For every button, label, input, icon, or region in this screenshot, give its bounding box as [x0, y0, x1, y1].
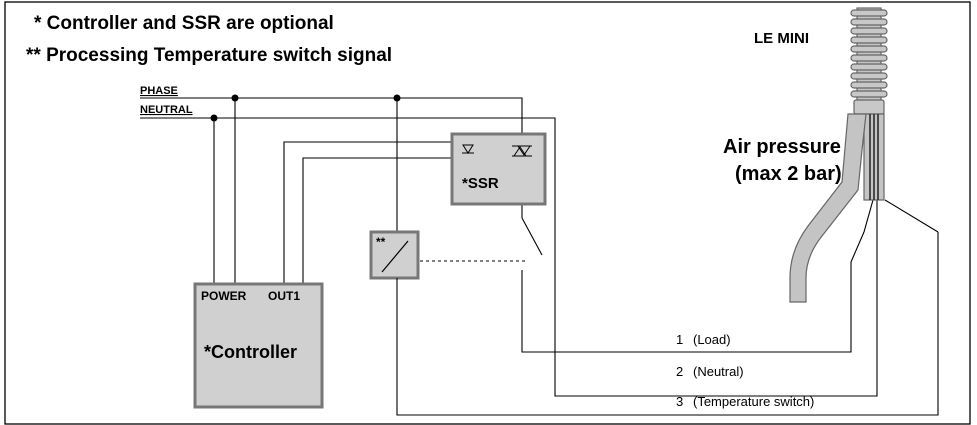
terminal-1-number: 1: [676, 332, 683, 347]
controller-out-wire-1: [283, 141, 463, 284]
ssr-label: *SSR: [462, 175, 499, 192]
air-pressure-label: Air pressure: [723, 136, 841, 158]
switch-symbol: [381, 240, 409, 273]
air-pressure-hose: [789, 113, 867, 303]
terminal-2-label: (Neutral): [693, 364, 744, 379]
phase-label: PHASE: [140, 85, 178, 97]
note-temperature-signal: ** Processing Temperature switch signal: [26, 45, 392, 66]
load-wire: [521, 231, 865, 353]
neutral-wire: [140, 117, 878, 397]
temperature-switch-wire: [396, 232, 939, 416]
controller-power-label: POWER: [201, 289, 247, 303]
cable-load-core: [863, 199, 874, 233]
temperature-switch-marker: **: [376, 235, 386, 249]
neutral-label: NEUTRAL: [140, 104, 193, 116]
terminal-2-number: 2: [676, 364, 683, 379]
temperature-switch-box: [369, 230, 420, 280]
terminal-3-number: 3: [676, 394, 683, 409]
device-name: LE MINI: [754, 30, 809, 47]
terminal-3-label: (Temperature switch): [693, 394, 814, 409]
cable-switch-core: [884, 199, 939, 233]
ssr-triac-icon: [512, 145, 532, 157]
le-mini-heater-icon: [850, 7, 888, 201]
controller-label: *Controller: [204, 342, 297, 362]
controller-out-label: OUT1: [268, 289, 300, 303]
ssr-input-icon: [462, 144, 474, 154]
diagram-frame: [4, 1, 971, 425]
load-contact: [521, 217, 543, 256]
note-optional: * Controller and SSR are optional: [34, 13, 334, 34]
terminal-1-label: (Load): [693, 332, 731, 347]
controller-out-wire-2: [302, 157, 463, 284]
air-pressure-max-label: (max 2 bar): [735, 163, 842, 185]
controller-box: [193, 282, 324, 409]
